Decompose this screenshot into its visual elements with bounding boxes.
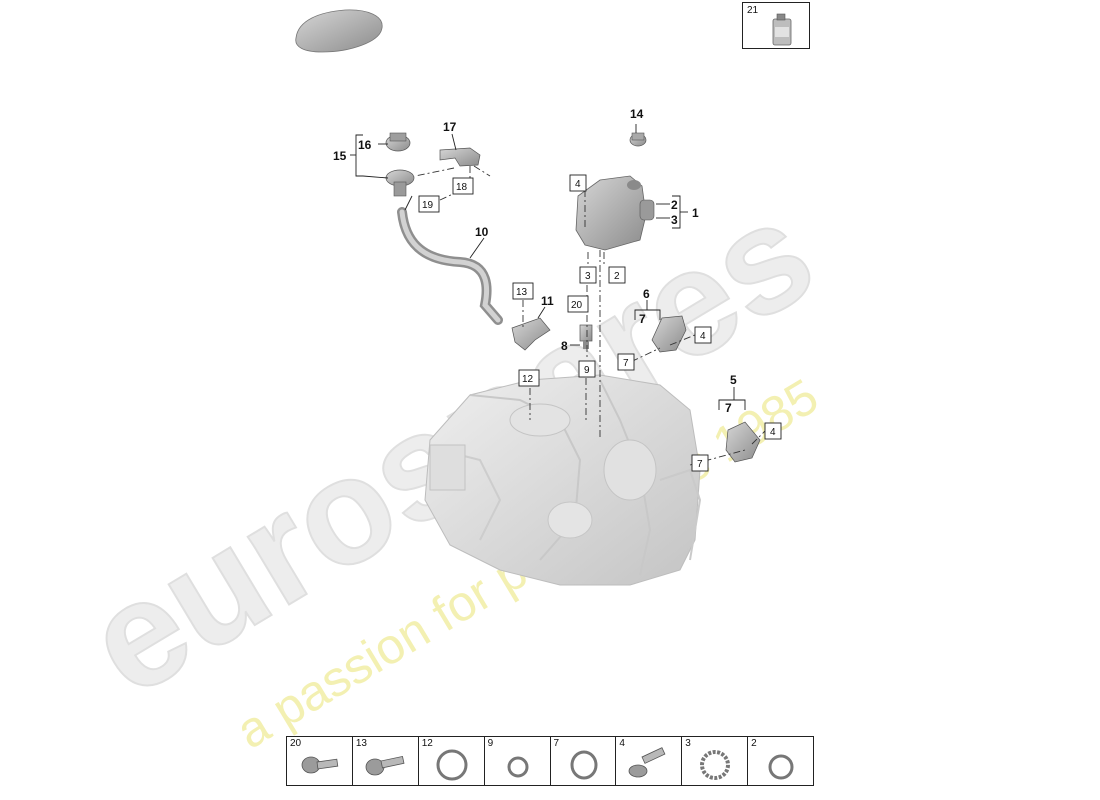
callout-7b: 7 — [725, 401, 732, 415]
seal-ring-icon — [768, 754, 794, 780]
callout-7a: 7 — [639, 312, 646, 326]
strip-cell-4[interactable]: 4 — [616, 737, 683, 785]
boxref-18: 18 — [456, 182, 468, 193]
strip-label: 3 — [685, 738, 691, 749]
coolant-pipe[interactable] — [725, 421, 761, 463]
gasket-ring-icon — [700, 750, 731, 780]
filler-neck[interactable] — [385, 169, 415, 197]
callout-6: 6 — [643, 287, 650, 301]
strip-cell-12[interactable]: 12 — [419, 737, 485, 785]
callout-2: 2 — [671, 198, 678, 212]
oil-bottle-part-box[interactable]: 21 — [742, 2, 810, 49]
engine-cover-part[interactable] — [295, 9, 383, 53]
small-parts-strip: 20 13 12 9 7 4 3 — [286, 736, 814, 786]
callout-14: 14 — [630, 107, 644, 121]
strip-label: 7 — [553, 738, 560, 749]
filler-cap[interactable] — [385, 132, 411, 152]
callout-15: 15 — [333, 149, 347, 163]
boxref-9: 9 — [584, 365, 590, 376]
callout-numbers: 1 2 3 5 6 7 7 8 10 11 14 15 16 17 — [333, 107, 737, 415]
strip-cell-13[interactable]: 13 — [353, 737, 419, 785]
strip-cell-9[interactable]: 9 — [485, 737, 551, 785]
callout-10: 10 — [475, 225, 489, 239]
oil-box-label: 21 — [747, 5, 759, 16]
boxref-20: 20 — [571, 300, 583, 311]
callout-17: 17 — [443, 120, 457, 134]
strip-label: 9 — [487, 738, 494, 749]
strip-label: 2 — [751, 738, 757, 749]
seal-ring-icon — [570, 750, 597, 780]
strip-cell-2[interactable]: 2 — [748, 737, 813, 785]
strip-label: 13 — [355, 738, 367, 749]
seal-ring-icon — [507, 756, 529, 778]
bolt-icon — [301, 756, 339, 774]
strip-label: 4 — [619, 738, 625, 749]
bracket[interactable] — [439, 147, 481, 167]
boxref-2: 2 — [614, 271, 620, 282]
callout-1: 1 — [692, 206, 699, 220]
bolt-icon — [365, 755, 405, 776]
coolant-expansion-tank[interactable] — [575, 175, 655, 251]
callout-5: 5 — [730, 373, 737, 387]
leader-lines — [350, 124, 766, 466]
seal-ring-icon — [436, 749, 468, 781]
boxref-19: 19 — [422, 200, 434, 211]
boxref-13: 13 — [516, 287, 528, 298]
strip-cell-7[interactable]: 7 — [551, 737, 617, 785]
boxref-7b: 7 — [697, 459, 703, 470]
strip-label: 20 — [290, 738, 302, 749]
callout-16: 16 — [358, 138, 372, 152]
engine-assembly — [424, 374, 702, 586]
strip-cell-20[interactable]: 20 — [287, 737, 353, 785]
boxref-12: 12 — [522, 374, 534, 385]
boxref-4b: 4 — [700, 331, 706, 342]
coolant-elbow-pipe[interactable] — [651, 315, 687, 353]
callout-11: 11 — [541, 294, 554, 308]
hose-connector[interactable] — [511, 317, 551, 351]
boxed-references: 4 3 2 13 20 9 7 4 12 19 18 7 4 — [418, 174, 782, 472]
temperature-sensor[interactable] — [579, 324, 593, 349]
strip-label: 12 — [421, 738, 433, 749]
boxref-7a: 7 — [623, 358, 629, 369]
expansion-tank-cap[interactable] — [629, 132, 647, 147]
bolt-icon — [628, 747, 666, 778]
strip-cell-3[interactable]: 3 — [682, 737, 749, 785]
boxref-3: 3 — [585, 271, 591, 282]
callout-3: 3 — [671, 213, 678, 227]
oil-bottle-icon — [772, 13, 792, 46]
boxref-4c: 4 — [770, 427, 776, 438]
callout-8: 8 — [561, 339, 568, 353]
boxref-4a: 4 — [575, 179, 581, 190]
